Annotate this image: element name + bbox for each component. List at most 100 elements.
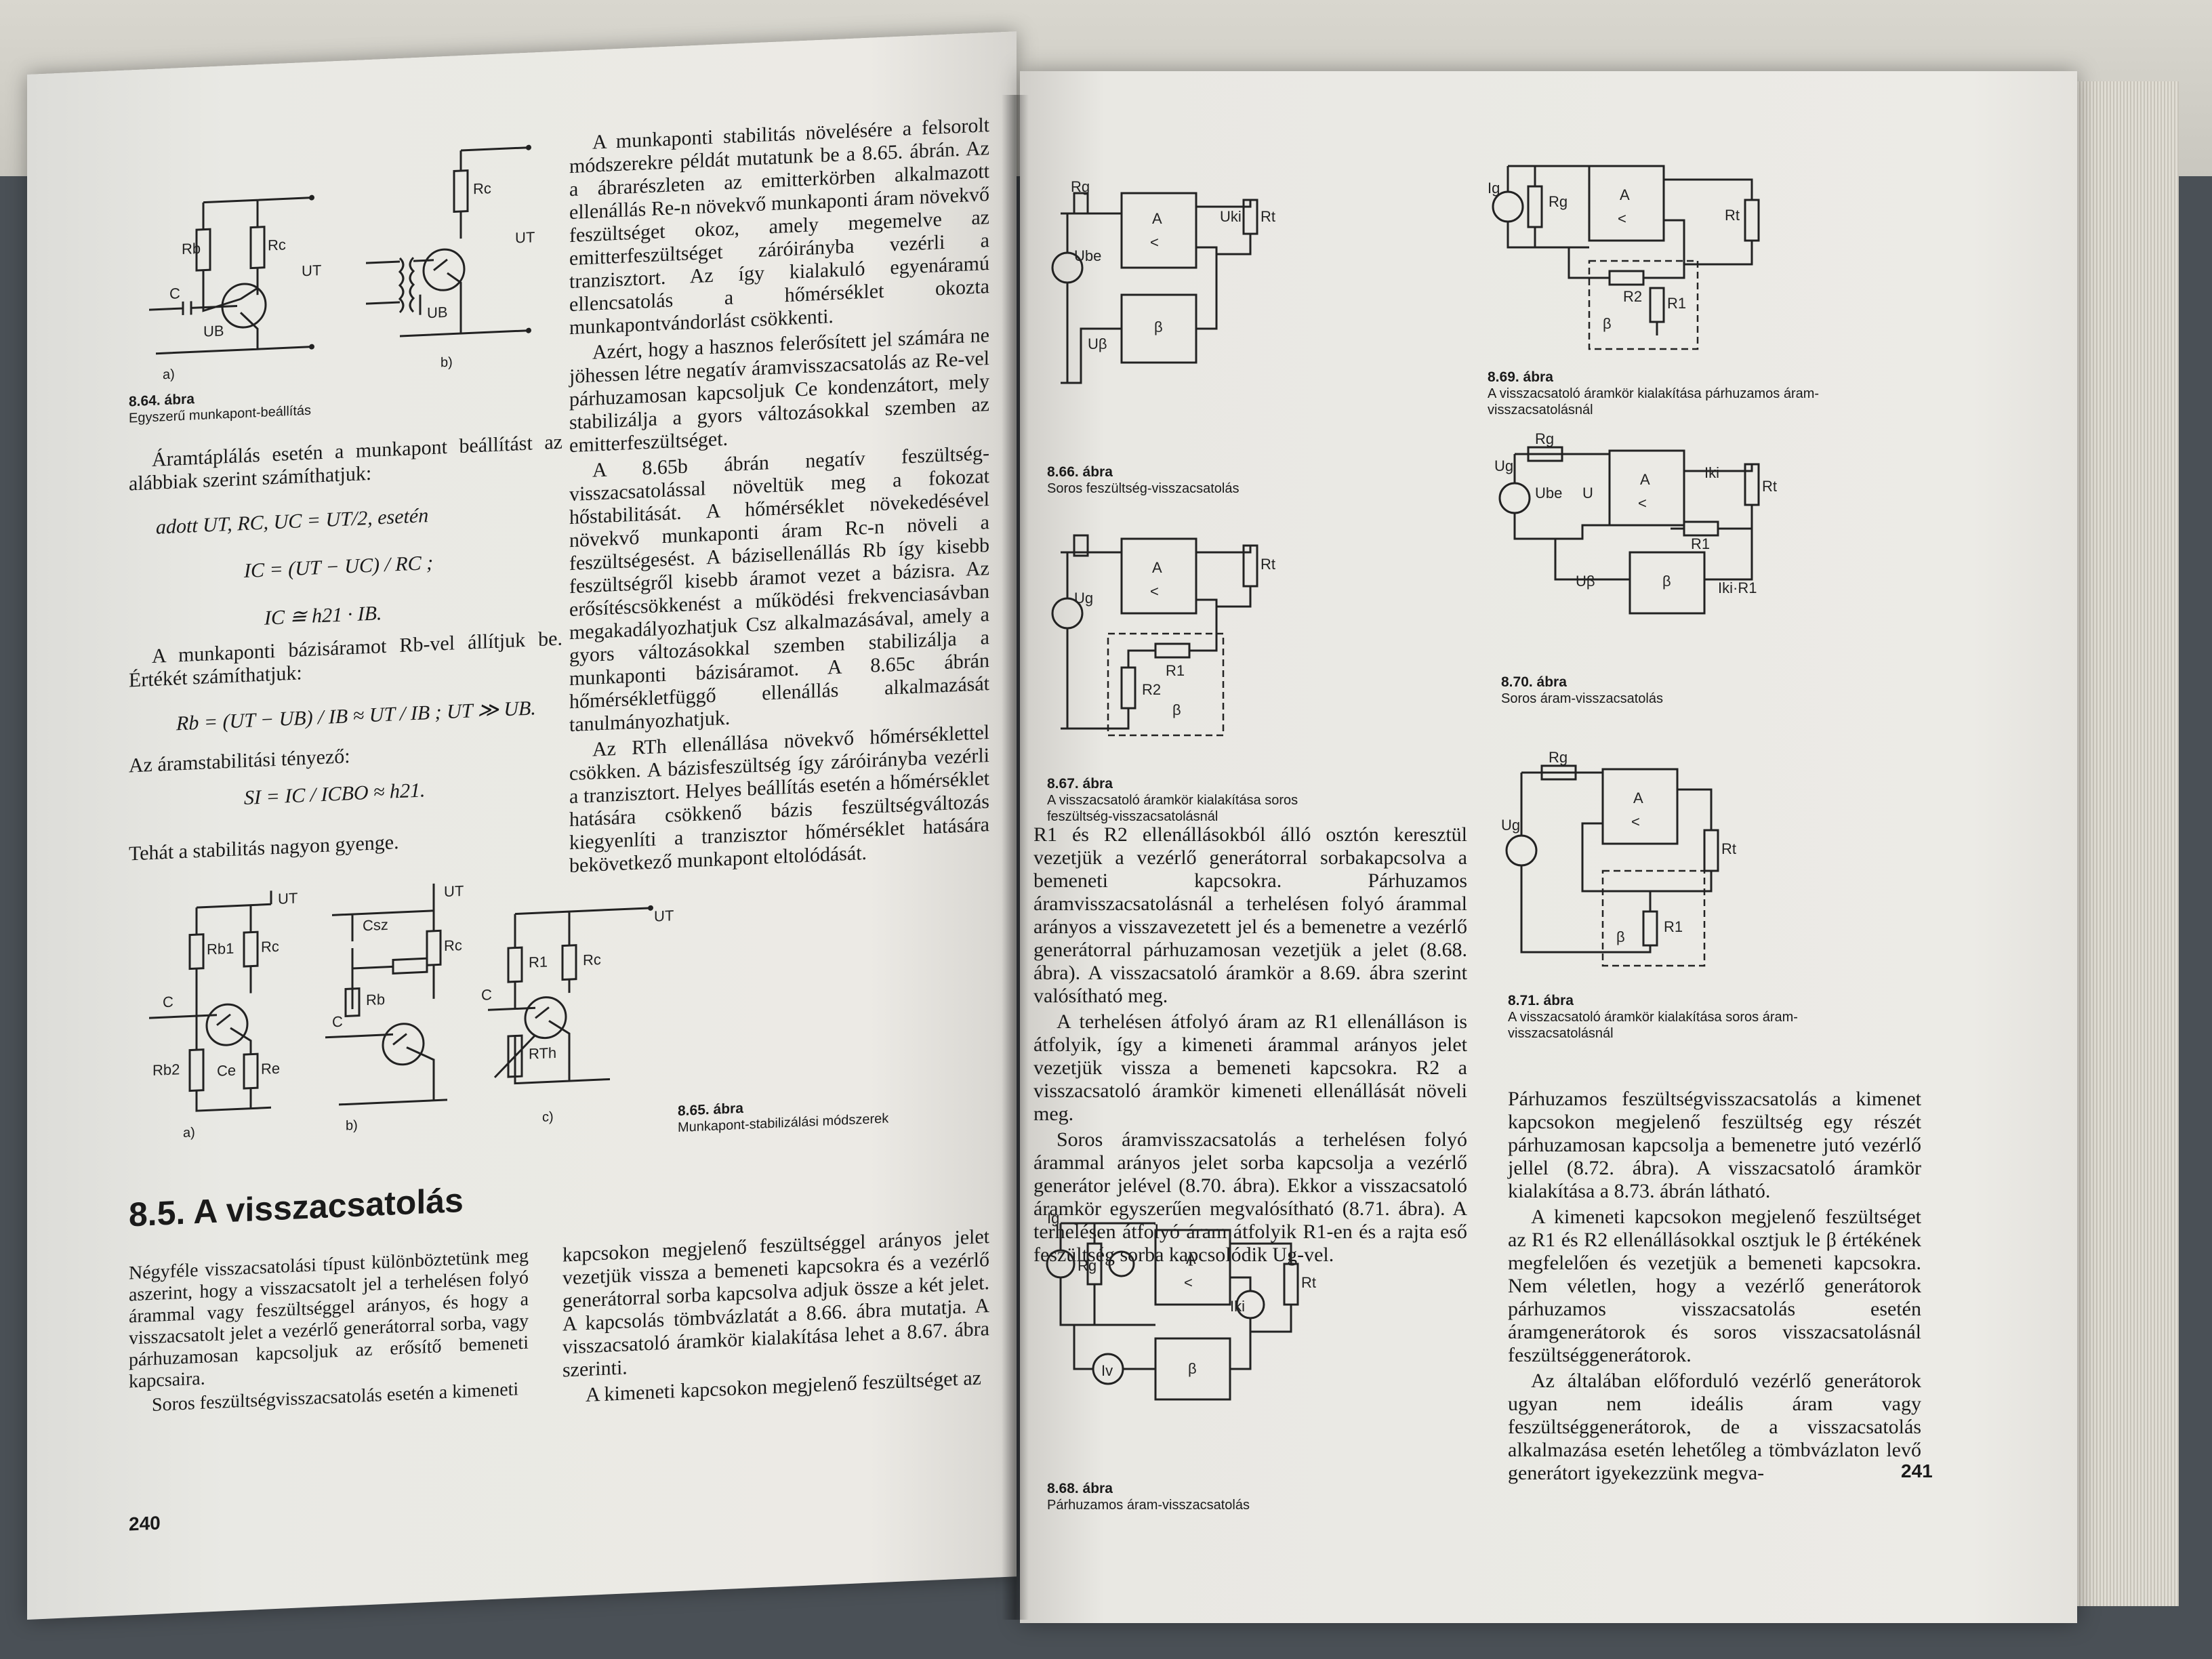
fig-865-sub-c: c): [542, 1109, 554, 1125]
svg-text:Ug: Ug: [1074, 590, 1093, 607]
formula-2: IC = (UT − UC) / RC ;: [244, 551, 434, 583]
fig-868-caption: 8.68. ábra Párhuzamos áram-visszacsatolá…: [1047, 1481, 1318, 1513]
svg-text:A: A: [1620, 186, 1630, 203]
fig-869-block-diagram: A < Rt Rg Ig R2 R1 β: [1488, 152, 1772, 356]
fig-864-caption: 8.64. ábra Egyszerű munkapont-beállítás: [129, 384, 346, 426]
svg-text:<: <: [1150, 583, 1159, 600]
stability-paragraph: Tehát a stabilitás nagyon gyenge.: [129, 831, 399, 865]
col2-paragraph-1: A munkaponti stabilitás növelésére a fel…: [569, 114, 989, 340]
page-edges: [2077, 81, 2179, 1606]
svg-text:Rt: Rt: [1762, 478, 1777, 495]
left-page: Rb Rc C UB UT Rc UT UB a) b) 8.64. ábra …: [27, 31, 1017, 1620]
svg-text:Rc: Rc: [268, 236, 286, 253]
right-page-number: 241: [1901, 1460, 1933, 1481]
fig-865-circuit-c: R1 Rc RTh C UT: [481, 905, 674, 1099]
fig-871-block-diagram: A < Rt R1 β Rg Ug: [1501, 749, 1736, 972]
svg-text:R1: R1: [1691, 535, 1710, 552]
fig-868-block-diagram: A < β Rt Rg Ig Iki Iv: [1047, 1210, 1316, 1427]
formula-3: IC ≅ h21 · IB.: [264, 602, 382, 630]
svg-text:<: <: [1184, 1274, 1193, 1291]
sj-paragraph: Az áramstabilitási tényező:: [129, 745, 350, 777]
col2-paragraph-2: Azért, hogy a hasznos felerősített jel s…: [569, 324, 989, 457]
svg-text:R2: R2: [1623, 288, 1642, 305]
svg-text:A: A: [1640, 471, 1650, 488]
svg-text:Rc: Rc: [473, 180, 491, 197]
svg-text:Rt: Rt: [1725, 207, 1740, 224]
right-col1-paragraph-2: A terhelésen átfolyó áram az R1 ellenáll…: [1033, 1010, 1467, 1125]
svg-text:Rt: Rt: [1261, 556, 1275, 573]
svg-text:A: A: [1152, 210, 1162, 227]
svg-text:Rg: Rg: [1071, 178, 1090, 195]
fig-870-label: 8.70. ábra: [1501, 674, 1567, 690]
svg-text:U: U: [1582, 485, 1593, 501]
svg-text:Csz: Csz: [363, 916, 388, 935]
svg-text:Ube: Ube: [1074, 247, 1101, 264]
svg-text:Rb: Rb: [366, 991, 385, 1008]
svg-text:R1: R1: [1166, 662, 1185, 679]
fig-870-caption: 8.70. ábra Soros áram-visszacsatolás: [1501, 674, 1772, 707]
svg-text:β: β: [1616, 928, 1625, 945]
svg-text:A: A: [1152, 559, 1162, 576]
svg-text:Uki: Uki: [1220, 208, 1242, 225]
svg-text:<: <: [1638, 495, 1647, 512]
fig-866-caption: 8.66. ábra Soros feszültség-visszacsatol…: [1047, 464, 1264, 497]
formula-1: adott UT, RC, UC = UT/2, esetén: [156, 504, 429, 539]
svg-text:R2: R2: [1142, 681, 1161, 698]
svg-text:UB: UB: [427, 304, 448, 321]
svg-text:Rb1: Rb1: [207, 940, 234, 958]
left-col1-text: Áramtáplálás esetén a munkapont beállítá…: [129, 431, 562, 499]
svg-text:C: C: [163, 994, 173, 1011]
svg-text:Ug: Ug: [1494, 457, 1513, 474]
svg-text:Iki·R1: Iki·R1: [1718, 579, 1757, 596]
svg-text:Rb2: Rb2: [152, 1061, 180, 1079]
svg-text:β: β: [1188, 1360, 1197, 1377]
fig-866-title: Soros feszültség-visszacsatolás: [1047, 481, 1240, 496]
svg-text:RTh: RTh: [529, 1044, 556, 1063]
svg-text:A: A: [1633, 790, 1643, 806]
fig-867-caption: 8.67. ábra A visszacsatoló áramkör kiala…: [1047, 776, 1318, 825]
svg-text:A: A: [1186, 1250, 1196, 1267]
fig-871-label: 8.71. ábra: [1508, 993, 1574, 1008]
fig-867-block-diagram: A < Rt R1 R2 β Ug: [1047, 518, 1275, 749]
svg-text:β: β: [1154, 319, 1163, 335]
fig-865-sub-a: a): [183, 1125, 195, 1141]
fig-865-circuit-a: Rb1 Rc C Rb2 Ce Re UT: [136, 890, 298, 1120]
svg-text:Rg: Rg: [1549, 193, 1568, 210]
svg-text:UT: UT: [654, 907, 674, 924]
svg-text:C: C: [169, 285, 180, 302]
right-col2-paragraph-1: Párhuzamos feszültségvisszacsatolás a ki…: [1508, 1088, 1921, 1202]
fig-867-label: 8.67. ábra: [1047, 776, 1113, 792]
svg-text:C: C: [481, 986, 492, 1004]
svg-text:Rt: Rt: [1301, 1274, 1316, 1291]
svg-text:Ig: Ig: [1488, 180, 1500, 197]
book-gutter: [1002, 95, 1029, 1620]
left-col2-text: A munkaponti stabilitás növelésére a fel…: [569, 114, 989, 880]
svg-text:Rt: Rt: [1721, 840, 1736, 857]
fig-869-label: 8.69. ábra: [1488, 369, 1553, 385]
svg-text:Rg: Rg: [1078, 1257, 1097, 1274]
svg-text:UT: UT: [302, 262, 321, 279]
svg-text:UT: UT: [515, 228, 535, 246]
fig-864-circuit-b: Rc UT UB: [352, 144, 535, 352]
svg-text:Rc: Rc: [261, 938, 279, 956]
fig-864-sub-a: a): [163, 367, 175, 383]
svg-text:C: C: [332, 1013, 343, 1031]
section-col2-text: kapcsokon megjelenő feszültséggel arányo…: [562, 1225, 989, 1411]
svg-text:<: <: [1150, 234, 1159, 251]
svg-text:Rb: Rb: [182, 240, 201, 258]
fig-870-title: Soros áram-visszacsatolás: [1501, 691, 1663, 706]
col2-paragraph-3: A 8.65b ábrán negatív feszültség-visszac…: [569, 442, 989, 737]
svg-text:R1: R1: [529, 953, 548, 970]
svg-text:Re: Re: [261, 1060, 280, 1078]
col2-paragraph-4: Az RTh ellenállása növekvő hőmérséklette…: [569, 721, 989, 878]
svg-text:R1: R1: [1667, 295, 1686, 312]
svg-text:<: <: [1618, 210, 1626, 227]
svg-text:β: β: [1172, 701, 1181, 718]
fig-868-title: Párhuzamos áram-visszacsatolás: [1047, 1498, 1250, 1513]
fig-867-title: A visszacsatoló áramkör kialakítása soro…: [1047, 793, 1298, 824]
svg-text:Rg: Rg: [1549, 749, 1568, 766]
section-col1-text: Négyféle visszacsatolási típust különböz…: [129, 1246, 529, 1420]
svg-text:Ig: Ig: [1047, 1210, 1059, 1227]
svg-text:<: <: [1631, 813, 1640, 830]
fig-865-caption: 8.65. ábra Munkapont-stabilizálási módsz…: [678, 1090, 989, 1136]
